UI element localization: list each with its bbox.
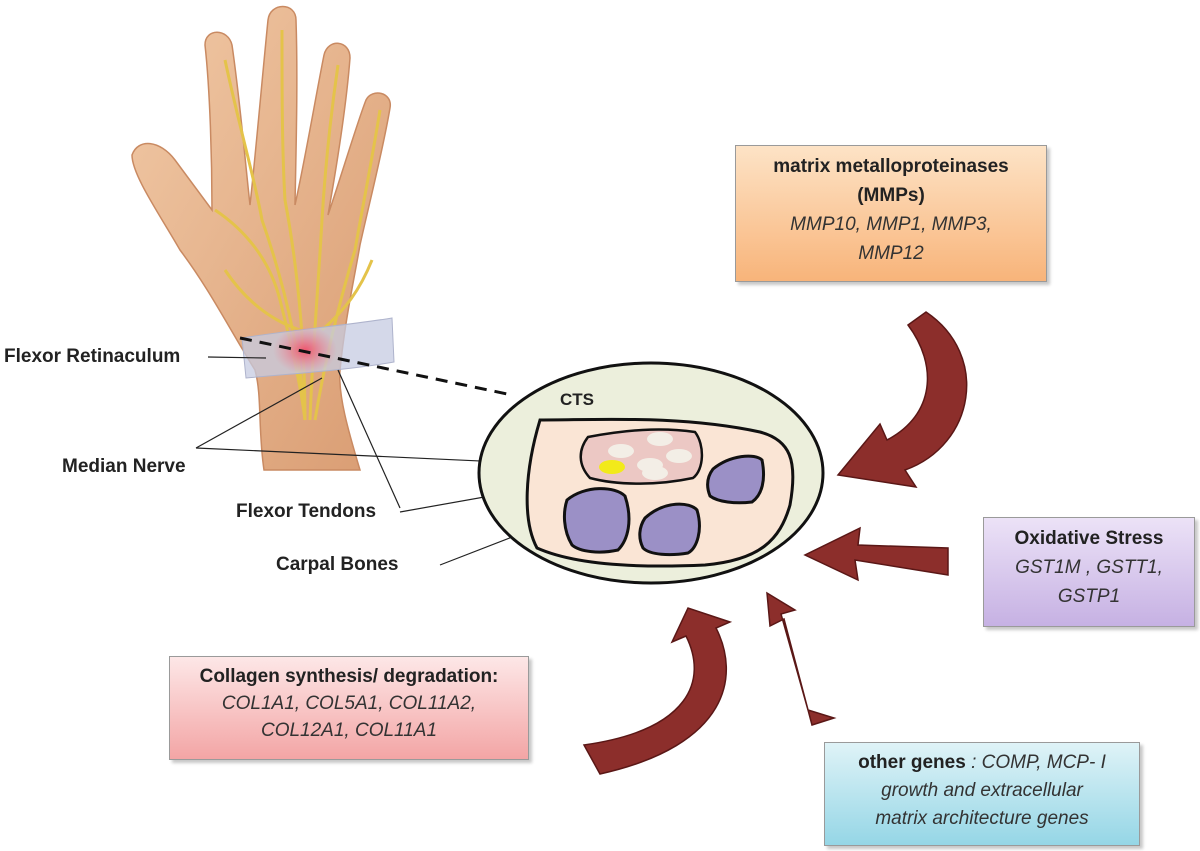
other-genes-title: other genes xyxy=(858,752,966,773)
collagen-box: Collagen synthesis/ degradation: COL1A1,… xyxy=(169,656,529,760)
cross-section xyxy=(477,361,825,585)
collagen-genes-line1: COL1A1, COL5A1, COL11A2, xyxy=(221,693,477,714)
oxidative-stress-box: Oxidative Stress GST1M , GSTT1, GSTP1 xyxy=(983,517,1195,627)
mmp-genes-line1: MMP10, MMP1, MMP3, xyxy=(790,214,992,235)
mmp-title-line1: matrix metalloproteinases xyxy=(773,156,1009,177)
label-flexor-tendons: Flexor Tendons xyxy=(236,501,376,522)
other-genes-line1: other genes : COMP, MCP- I xyxy=(833,749,1131,777)
oxidative-genes-line2: GSTP1 xyxy=(1057,586,1121,607)
median-nerve-dot xyxy=(599,460,625,474)
other-genes-line2: growth and extracellular xyxy=(881,780,1083,801)
arrow-other xyxy=(766,591,837,726)
label-flexor-retinaculum: Flexor Retinaculum xyxy=(4,346,180,367)
collagen-title: Collagen synthesis/ degradation: xyxy=(199,666,499,687)
carpal-bone-1 xyxy=(562,487,631,554)
carpal-bone-2 xyxy=(638,502,701,557)
collagen-genes-line2: COL12A1, COL11A1 xyxy=(260,720,438,741)
hand-illustration xyxy=(131,5,395,471)
label-cts: CTS xyxy=(560,390,594,409)
arrows xyxy=(582,311,968,775)
oxidative-genes-line1: GST1M , GSTT1, xyxy=(1015,557,1163,578)
arrow-oxidative xyxy=(803,526,949,582)
cross-section-dashed-line xyxy=(239,336,513,397)
compression-site xyxy=(273,326,337,374)
median-nerve-leader-1 xyxy=(195,377,323,449)
arrow-mmp xyxy=(836,311,968,488)
oxidative-title: Oxidative Stress xyxy=(1014,528,1164,549)
mmp-title-line2: (MMPs) xyxy=(857,185,925,206)
mmp-genes-line2: MMP12 xyxy=(858,243,924,264)
other-genes-box: other genes : COMP, MCP- I growth and ex… xyxy=(824,742,1140,846)
label-median-nerve: Median Nerve xyxy=(62,456,186,477)
carpal-bone-3 xyxy=(706,454,766,505)
retinaculum-leader xyxy=(207,356,267,359)
tendons xyxy=(608,432,692,480)
mmp-box: matrix metalloproteinases (MMPs) MMP10, … xyxy=(735,145,1047,282)
flexor-tendons-leader-1 xyxy=(337,369,401,509)
other-genes-line3: matrix architecture genes xyxy=(875,808,1089,829)
arrow-collagen xyxy=(582,607,733,775)
carpal-bones xyxy=(562,454,766,557)
label-carpal-bones: Carpal Bones xyxy=(276,554,398,575)
other-genes-inline: : COMP, MCP- I xyxy=(965,752,1106,773)
